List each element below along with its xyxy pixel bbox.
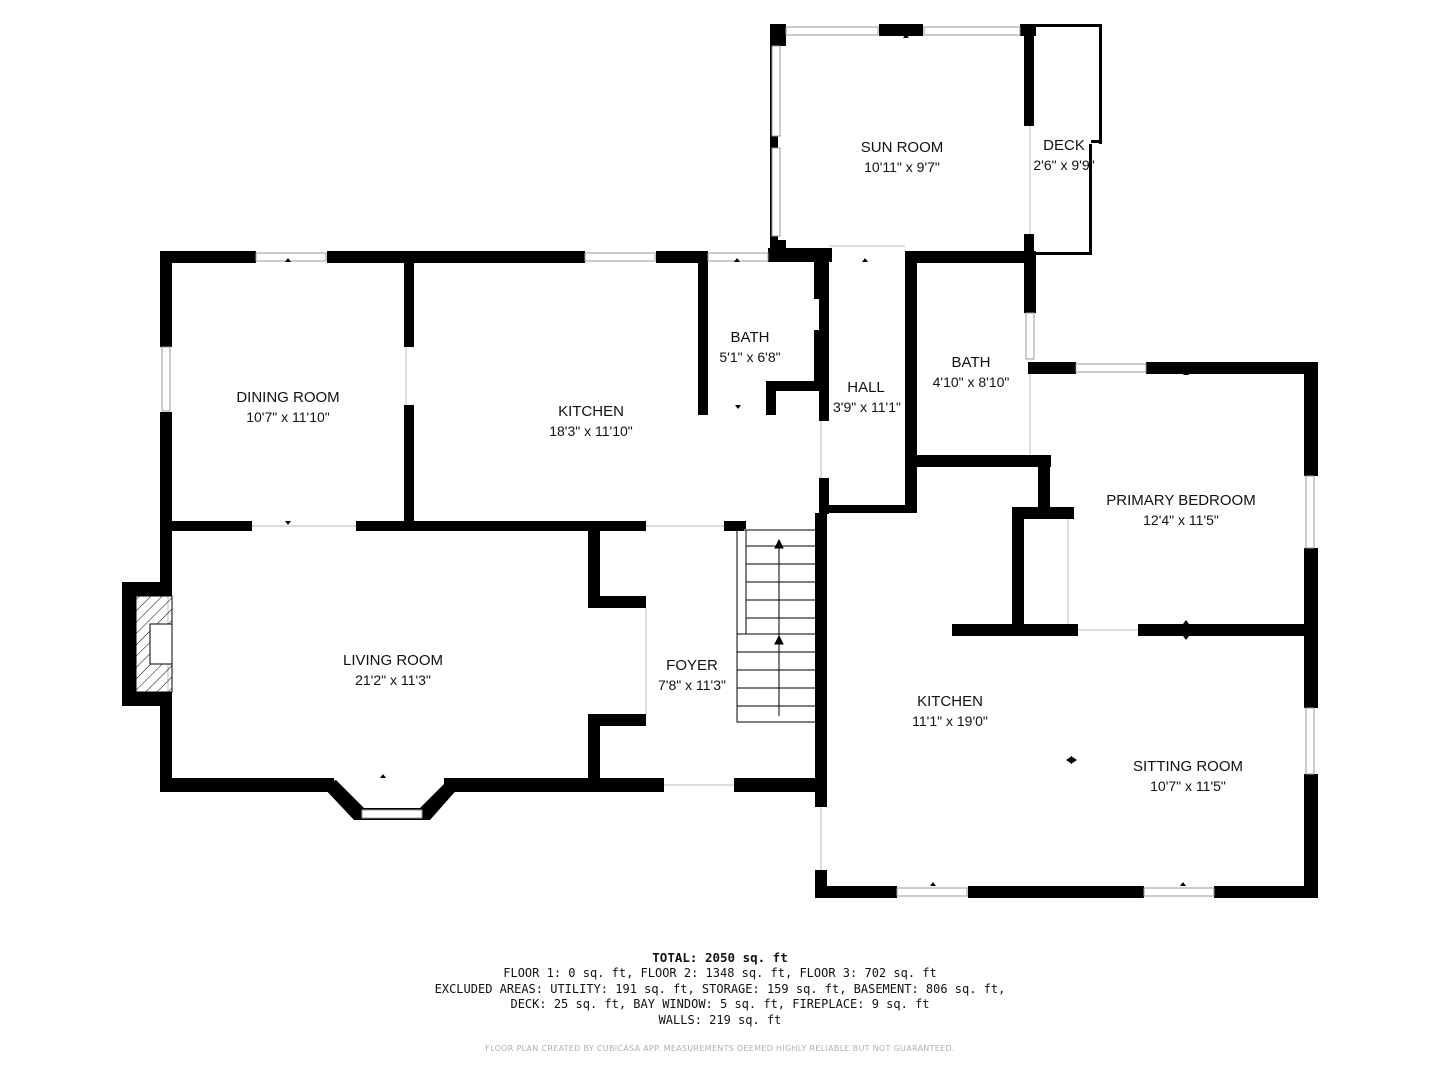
dim-bath-2: 4'10" x 8'10" — [933, 374, 1010, 390]
dim-primary-bedroom: 12'4" x 11'5" — [1143, 512, 1219, 528]
label-bath-2: BATH — [952, 354, 991, 371]
label-sun-room: SUN ROOM — [861, 139, 944, 156]
label-dining-room: DINING ROOM — [236, 389, 339, 406]
excluded-areas-continued: DECK: 25 sq. ft, BAY WINDOW: 5 sq. ft, F… — [510, 997, 930, 1011]
label-kitchen-main: KITCHEN — [558, 403, 624, 420]
label-foyer: FOYER — [666, 657, 718, 674]
dim-bath-1: 5'1" x 6'8" — [719, 349, 780, 365]
dim-kitchen-main: 18'3" x 11'10" — [549, 423, 633, 439]
dim-sitting-room: 10'7" x 11'5" — [1150, 778, 1226, 794]
label-bath-1: BATH — [731, 329, 770, 346]
dim-foyer: 7'8" x 11'3" — [658, 677, 726, 693]
staircase — [736, 529, 818, 723]
dim-kitchen-2: 11'1" x 19'0" — [912, 713, 988, 729]
excluded-areas: EXCLUDED AREAS: UTILITY: 191 sq. ft, STO… — [434, 981, 1006, 996]
windows — [161, 26, 1315, 897]
dim-sun-room: 10'11" x 9'7" — [864, 159, 940, 175]
bay-window — [322, 780, 460, 820]
total-area: TOTAL: 2050 sq. ft — [652, 950, 788, 965]
label-primary-bedroom: PRIMARY BEDROOM — [1106, 492, 1255, 509]
walls-area: WALLS: 219 sq. ft — [658, 1012, 782, 1027]
dim-deck: 2'6" x 9'9" — [1033, 157, 1094, 173]
door-openings — [167, 126, 1138, 870]
walls — [122, 24, 1318, 898]
floor-areas: FLOOR 1: 0 sq. ft, FLOOR 2: 1348 sq. ft,… — [503, 966, 937, 980]
label-hall: HALL — [847, 379, 885, 396]
area-summary: TOTAL: 2050 sq. ft FLOOR 1: 0 sq. ft, FL… — [0, 950, 1440, 1028]
label-deck: DECK — [1043, 137, 1085, 154]
credit-note: FLOOR PLAN CREATED BY CUBICASA APP. MEAS… — [485, 1044, 955, 1053]
dim-dining-room: 10'7" x 11'10" — [246, 409, 330, 425]
room-labels: SUN ROOM 10'11" x 9'7" DECK 2'6" x 9'9" … — [236, 137, 1255, 794]
label-living-room: LIVING ROOM — [343, 652, 443, 669]
label-kitchen-2: KITCHEN — [917, 693, 983, 710]
dim-living-room: 21'2" x 11'3" — [355, 672, 431, 688]
label-sitting-room: SITTING ROOM — [1133, 758, 1243, 775]
dim-hall: 3'9" x 11'1" — [833, 399, 901, 415]
door-markers — [285, 34, 1189, 886]
